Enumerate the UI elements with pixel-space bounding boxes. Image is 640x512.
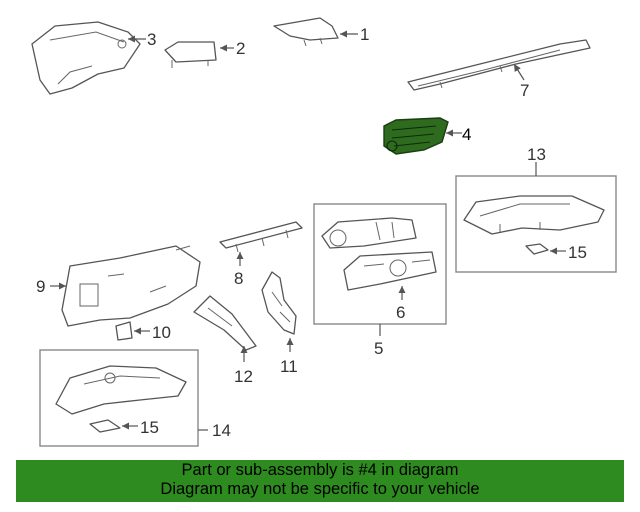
part-4-vent-highlighted[interactable]	[383, 117, 449, 155]
callout-3: 3	[147, 30, 156, 49]
info-banner: Part or sub-assembly is #4 in diagram Di…	[16, 460, 624, 502]
callout-15-upper: 15	[568, 243, 587, 262]
callout-9: 9	[36, 277, 45, 296]
callout-8: 8	[234, 269, 243, 288]
part-12-side-trim[interactable]	[193, 295, 257, 351]
part-13-lower-panel[interactable]	[463, 195, 605, 235]
callout-14: 14	[212, 421, 231, 440]
callout-2: 2	[236, 39, 245, 58]
part-2-panel[interactable]	[164, 41, 217, 68]
callout-11: 11	[280, 357, 298, 376]
parts-diagram: 3 2 1 7 4 13 15 5	[31, 17, 617, 447]
group-box-14	[39, 349, 199, 447]
callout-15-lower: 15	[140, 418, 159, 437]
callout-6: 6	[396, 303, 405, 322]
callout-5: 5	[374, 339, 383, 358]
part-1-trim-cover[interactable]	[273, 17, 339, 47]
part-14-floor-bracket[interactable]	[55, 365, 187, 415]
part-15-clip-lower[interactable]	[89, 419, 121, 433]
part-7-upper-panel[interactable]	[407, 39, 591, 91]
callout-10: 10	[152, 323, 171, 342]
part-3-cluster-hood[interactable]	[31, 21, 141, 95]
part-8-strip[interactable]	[219, 221, 303, 253]
callout-7: 7	[520, 81, 529, 100]
callout-1: 1	[360, 25, 369, 44]
callout-4: 4	[462, 125, 471, 144]
part-15-clip-upper[interactable]	[525, 243, 549, 255]
part-11-bracket[interactable]	[261, 271, 297, 335]
banner-line-1: Part or sub-assembly is #4 in diagram	[181, 461, 459, 479]
banner-line-2: Diagram may not be specific to your vehi…	[160, 480, 480, 498]
part-9-lower-dash[interactable]	[61, 245, 201, 327]
part-10-clip[interactable]	[115, 321, 133, 341]
callout-12: 12	[234, 367, 253, 386]
callout-13: 13	[527, 145, 546, 164]
part-6-center-panel[interactable]	[343, 251, 437, 291]
part-5-vent-assembly[interactable]	[321, 217, 417, 249]
